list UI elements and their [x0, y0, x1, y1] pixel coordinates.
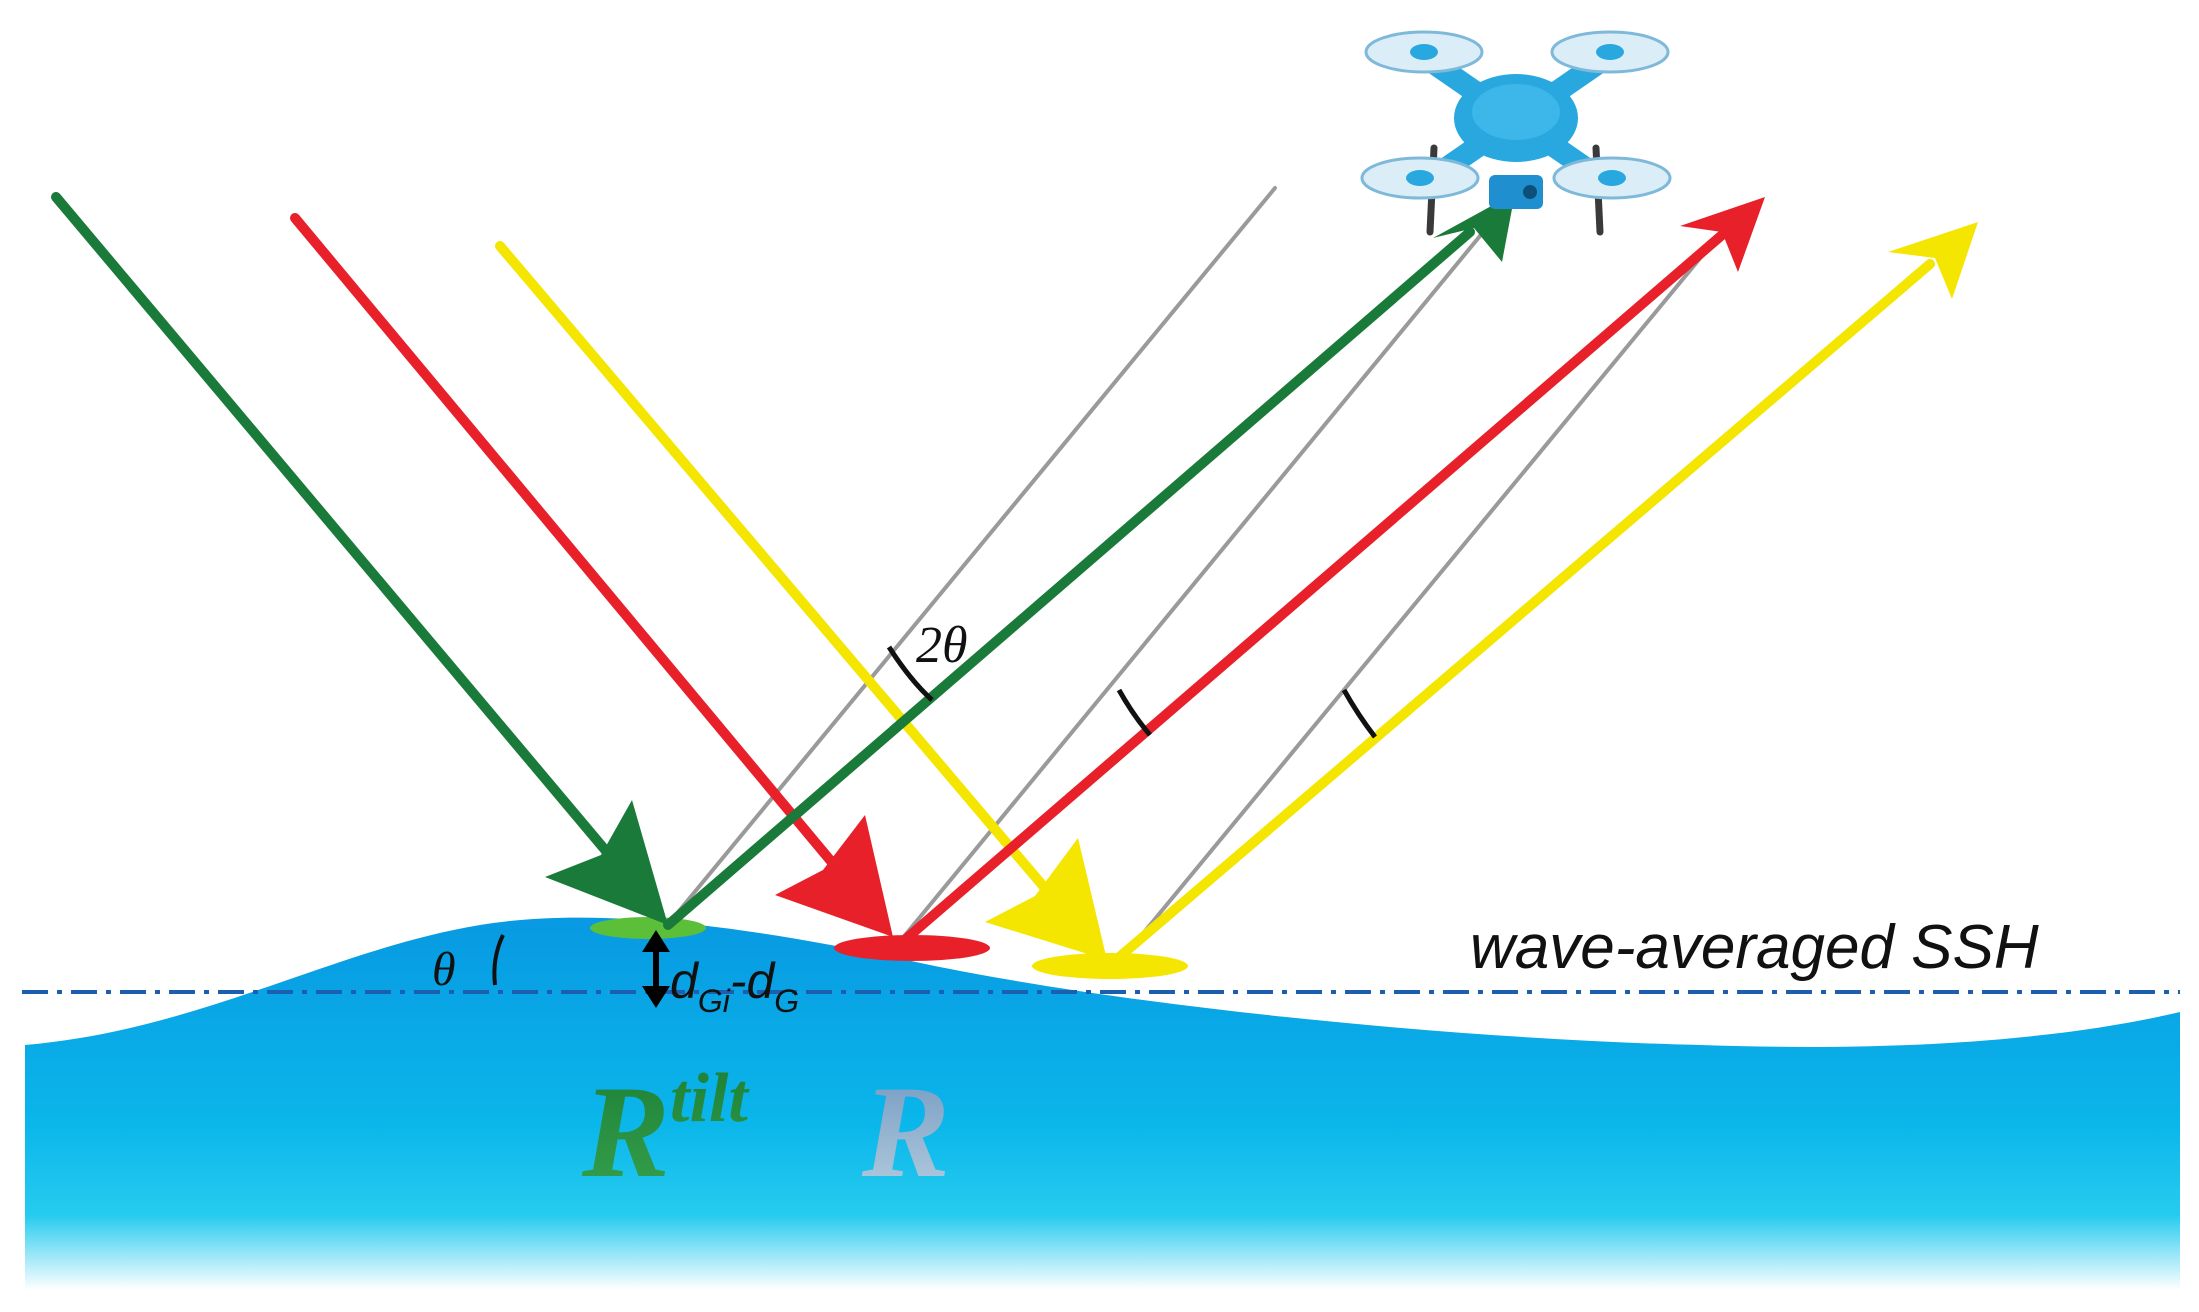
arrowhead-incident-yellow: [985, 838, 1107, 960]
arrowhead-reflected-yellow: [1888, 222, 1978, 299]
incident-ray-yellow: [495, 241, 1060, 905]
label-r: R: [861, 1058, 950, 1205]
label-ssh: wave-averaged SSH: [1470, 913, 2039, 982]
label-d-sub2: G: [774, 983, 799, 1019]
spot-red: [834, 935, 990, 961]
incident-ray-green: [51, 192, 627, 875]
arrowhead-reflected-red: [1680, 197, 1765, 272]
normal-line-yellow: [1115, 220, 1732, 967]
angle-arc-red: [1116, 688, 1152, 737]
angle-arc-yellow: [1341, 688, 1377, 739]
normal-lines: [663, 178, 1732, 967]
arrowhead-reflected-green: [1433, 193, 1515, 262]
drone-icon: [1360, 30, 1672, 236]
arrowhead-incident-green: [545, 800, 668, 925]
label-r-tilt: Rtilt: [581, 1058, 750, 1205]
label-d-sub1: Gi: [698, 983, 731, 1019]
angle-arc-theta: [492, 934, 505, 986]
label-d-main: d: [670, 953, 700, 1009]
incident-ray-red: [290, 213, 850, 883]
normal-line-green: [663, 186, 1277, 930]
reflected-ray-yellow: [1105, 259, 1935, 970]
label-d-dash: -d: [730, 953, 777, 1009]
label-theta: θ: [432, 943, 456, 996]
label-r-tilt-sup: tilt: [670, 1060, 750, 1137]
label-r-tilt-main: R: [581, 1058, 670, 1205]
arrowhead-incident-red: [775, 815, 893, 937]
reflected-ray-green: [663, 227, 1475, 930]
label-2theta: 2θ: [916, 617, 968, 674]
reflected-ray-red: [895, 230, 1727, 949]
normal-line-red: [895, 178, 1528, 947]
angle-arc-2theta: [886, 645, 934, 702]
label-d-difference: dGi-dG: [670, 953, 799, 1019]
spot-green: [590, 917, 706, 939]
double-arrow-icon: [642, 930, 670, 1008]
sea-surface: [25, 917, 2180, 1290]
